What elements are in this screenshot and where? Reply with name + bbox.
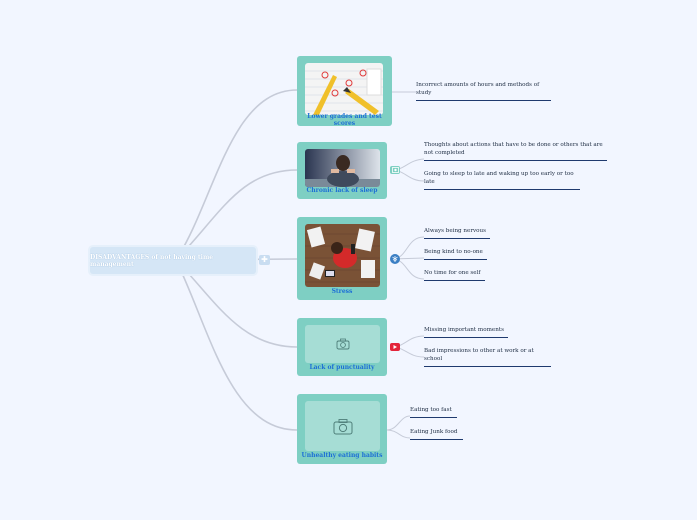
- camera-placeholder-icon: [305, 325, 380, 363]
- topic-unhealthy-eating[interactable]: Unhealthy eating habits: [297, 394, 387, 464]
- subtopic[interactable]: Being kind to no-one: [424, 248, 487, 260]
- subtopic[interactable]: Going to sleep to late and waking up too…: [424, 170, 580, 190]
- puzzle-icon[interactable]: ✚: [259, 255, 270, 265]
- subtopic[interactable]: Eating Junk food: [410, 428, 463, 440]
- subtopic[interactable]: Eating too fast: [410, 406, 457, 418]
- image-marker-icon[interactable]: [390, 166, 400, 174]
- root-label: DISADVANTAGES of not having time managem…: [90, 253, 214, 268]
- topic-stress[interactable]: Stress: [297, 217, 387, 300]
- topic-chronic-sleep[interactable]: Chronic lack of sleep: [297, 142, 387, 199]
- youtube-icon[interactable]: [390, 343, 400, 351]
- subtopic[interactable]: Always being nervous: [424, 227, 490, 239]
- tired-woman-photo: [305, 149, 380, 187]
- subtopic[interactable]: Incorrect amounts of hours and methods o…: [416, 81, 551, 101]
- tree-marker-icon[interactable]: [390, 254, 400, 264]
- topic-lack-punctuality[interactable]: Lack of punctuality: [297, 318, 387, 376]
- subtopic[interactable]: Thoughts about actions that have to be d…: [424, 141, 607, 161]
- root-topic[interactable]: DISADVANTAGES of not having time managem…: [90, 247, 256, 274]
- subtopic[interactable]: No time for one self: [424, 269, 485, 281]
- stressed-person-papers-photo: [305, 224, 380, 287]
- topic-label: Lack of punctuality: [309, 364, 375, 371]
- camera-placeholder-icon: [305, 401, 380, 451]
- subtopic[interactable]: Bad impressions to other at work or at s…: [424, 347, 551, 367]
- topic-label: Lower grades and test scores: [307, 113, 382, 127]
- subtopic[interactable]: Missing important moments: [424, 326, 508, 338]
- topic-label: Stress: [331, 288, 353, 295]
- topic-lower-grades[interactable]: Lower grades and test scores: [297, 56, 392, 127]
- topic-label: Unhealthy eating habits: [301, 452, 383, 459]
- test-sheet-pencils-photo: [305, 63, 383, 115]
- topic-label: Chronic lack of sleep: [306, 187, 378, 194]
